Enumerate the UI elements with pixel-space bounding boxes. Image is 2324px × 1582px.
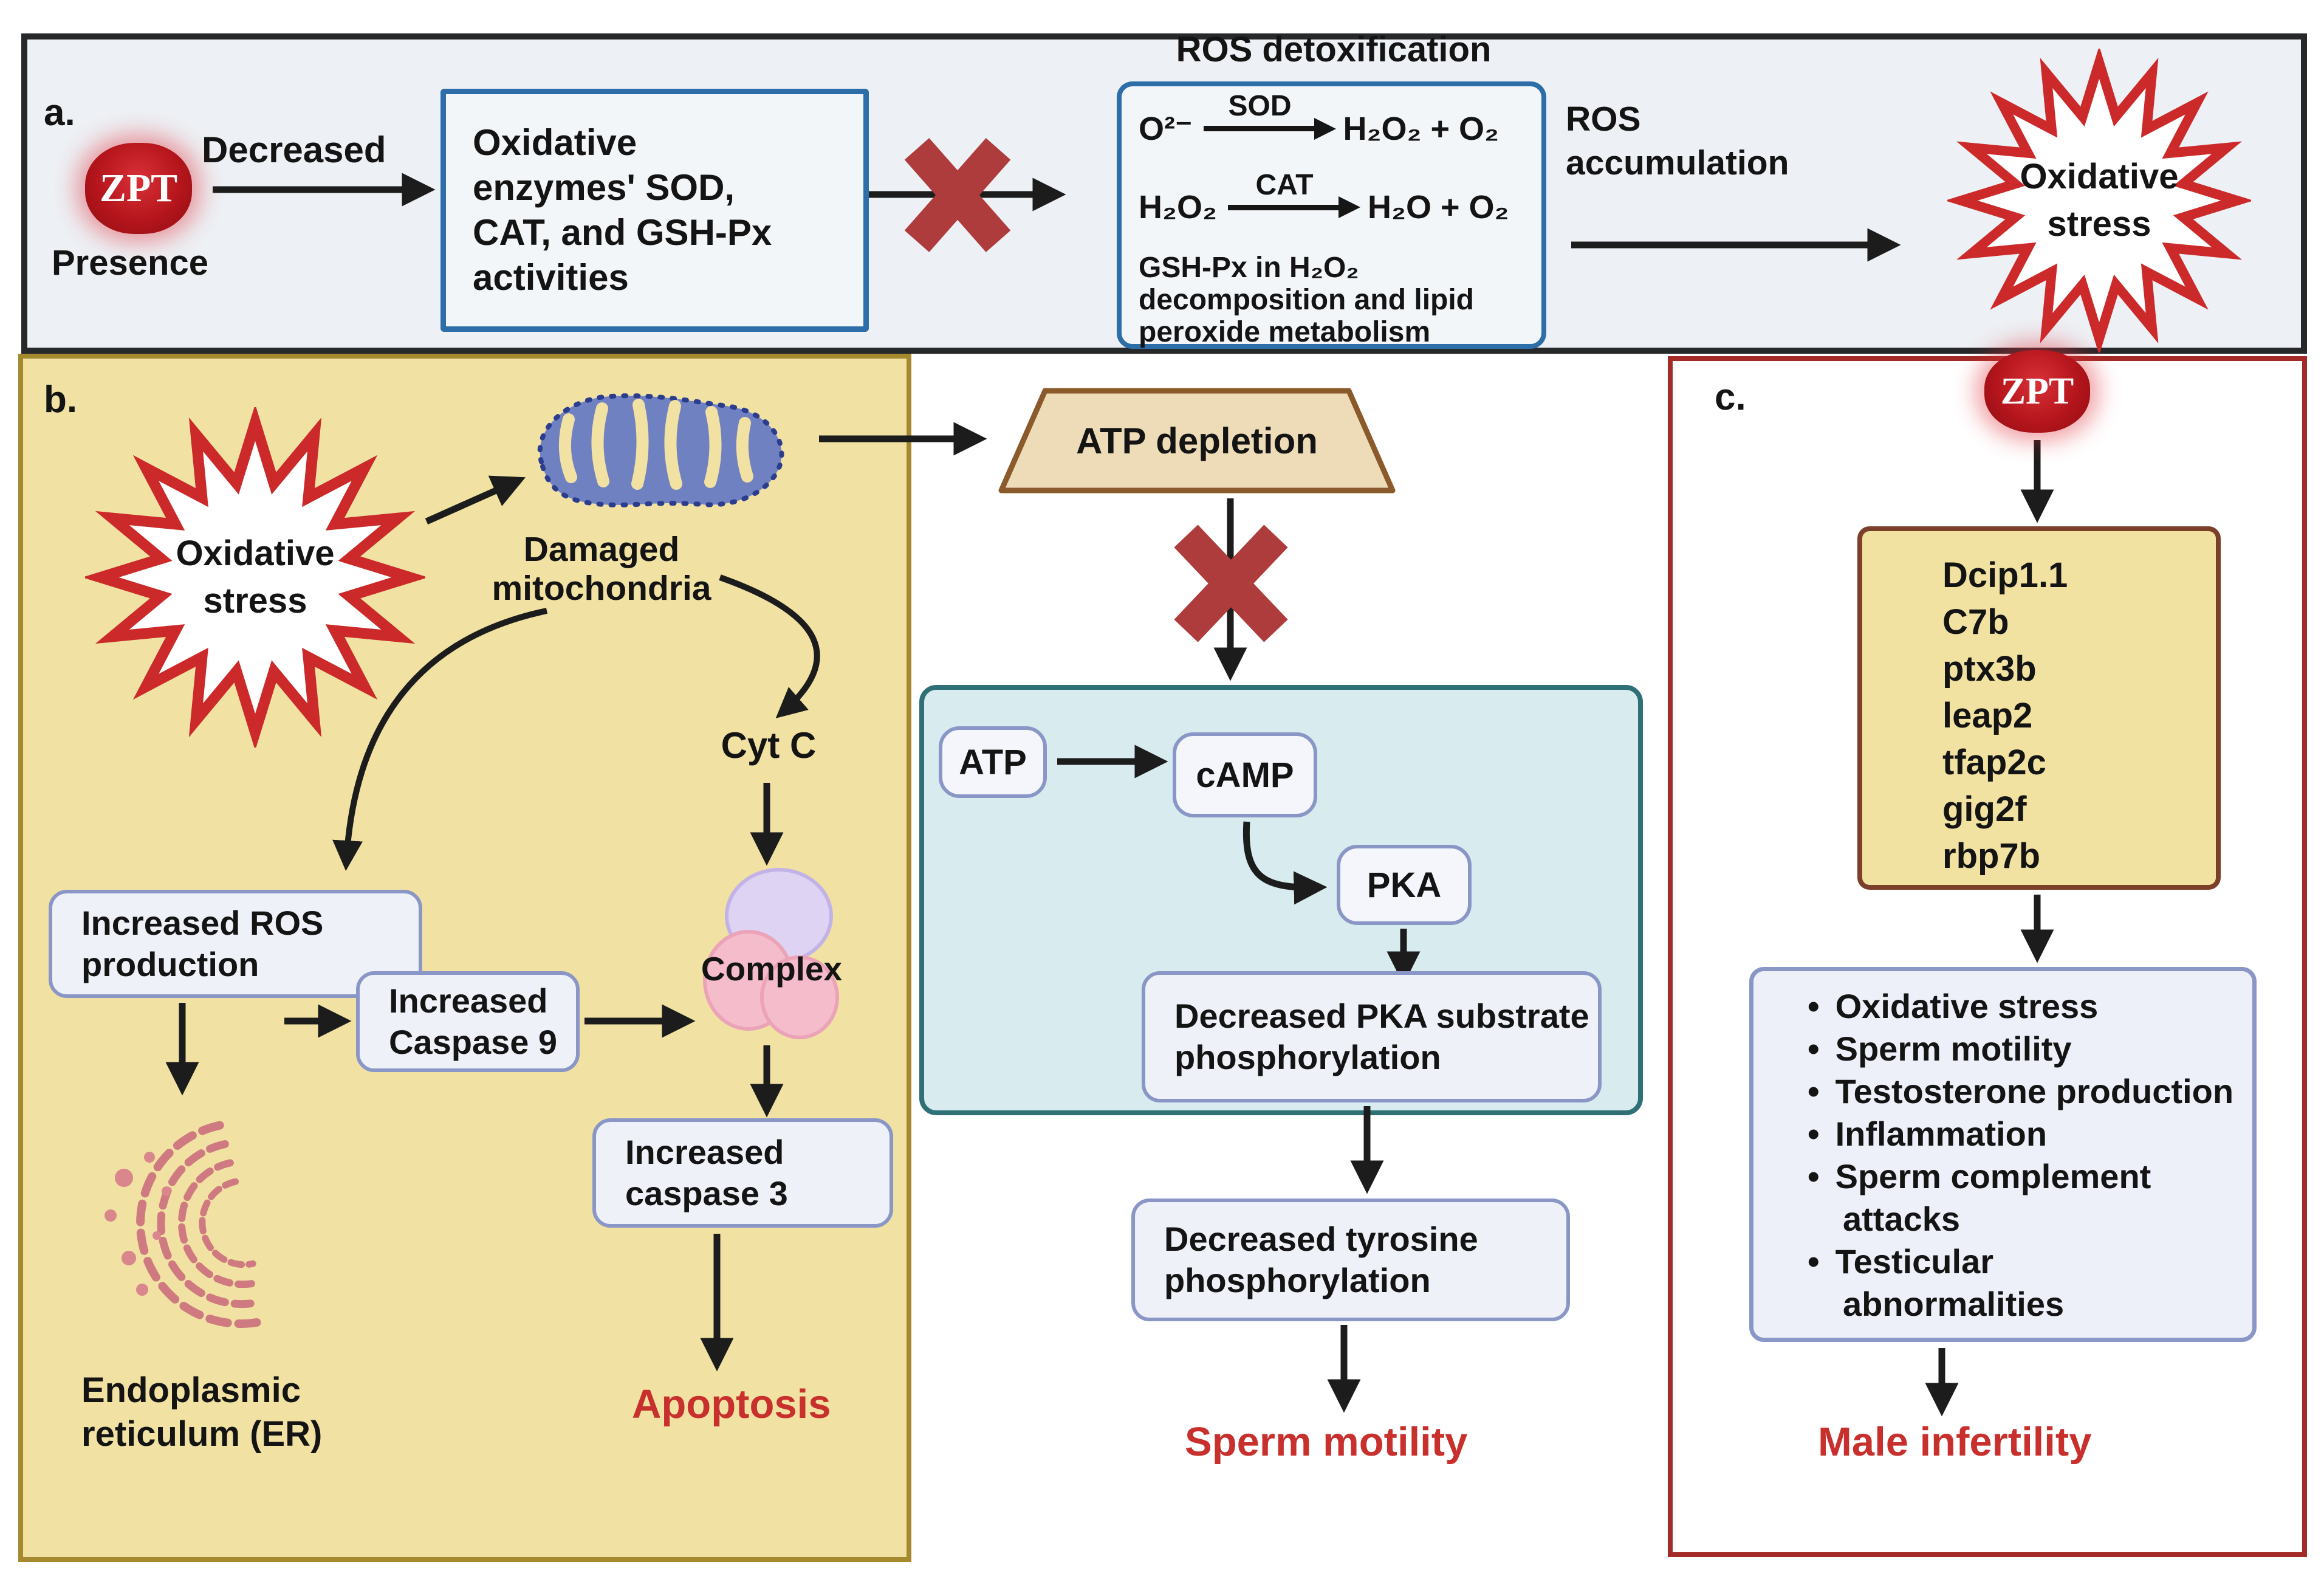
decreased-pka-node: Decreased PKA substrate phosphorylation bbox=[1142, 971, 1602, 1102]
increased-caspase9-text: Increased Caspase 9 bbox=[389, 981, 558, 1061]
zpt-badge-c: ZPT bbox=[1984, 350, 2090, 433]
block-x-marks bbox=[904, 138, 1288, 642]
equation-cat: H₂O₂ CAT H₂O + O₂ bbox=[1139, 169, 1509, 226]
camp-text: cAMP bbox=[1196, 755, 1294, 795]
ros-detox-title: ROS detoxification bbox=[1176, 30, 1492, 69]
eq2-rhs: H₂O + O₂ bbox=[1368, 189, 1509, 225]
equation-sod: O²⁻ SOD H₂O₂ + O₂ bbox=[1139, 90, 1500, 148]
eq2-enzyme: CAT bbox=[1255, 168, 1314, 201]
arrow-stress-to-mitochondria bbox=[425, 475, 526, 525]
starburst-icon bbox=[1947, 49, 2251, 353]
eq1-rhs: H₂O₂ + O₂ bbox=[1343, 110, 1500, 147]
effect-item: Testosterone production bbox=[1808, 1070, 2238, 1113]
cyt-c-label: Cyt C bbox=[721, 725, 817, 766]
oxidative-stress-starburst-a: Oxidative stress bbox=[1947, 49, 2251, 353]
reaction-arrow-sod: SOD bbox=[1203, 90, 1336, 140]
atp-depletion-trapezoid bbox=[998, 388, 1396, 494]
gene-name: Dcip1.1 bbox=[1942, 555, 2068, 595]
decreased-pka-text: Decreased PKA substrate phosphorylation bbox=[1174, 996, 1589, 1076]
er-label: Endoplasmic reticulum (ER) bbox=[81, 1370, 323, 1454]
x-mark-atp-blocked bbox=[1174, 524, 1288, 642]
ros-accumulation-label: ROS accumulation bbox=[1566, 100, 1789, 182]
increased-ros-text: Increased ROS production bbox=[81, 903, 324, 983]
gene-name: tfap2c bbox=[1942, 743, 2046, 782]
decreased-tyrosine-node: Decreased tyrosine phosphorylation bbox=[1131, 1199, 1570, 1321]
panel-b-label: b. bbox=[44, 379, 78, 421]
complex-label: Complex bbox=[701, 950, 843, 988]
effect-item: Oxidative stress bbox=[1808, 985, 2238, 1028]
arrow-damaged-to-cytc bbox=[719, 574, 820, 718]
er-vesicle-dots bbox=[105, 1152, 171, 1296]
mitochondria-icon bbox=[537, 393, 784, 507]
atp-text: ATP bbox=[959, 742, 1027, 782]
oxidative-stress-starburst-b: Oxidative stress bbox=[85, 407, 425, 748]
starburst-icon bbox=[85, 407, 425, 748]
zpt-badge-a: ZPT bbox=[85, 143, 192, 234]
zpt-badge-c-text: ZPT bbox=[2000, 370, 2074, 412]
oxidative-enzymes-box: Oxidative enzymes' SOD, CAT, and GSH-Px … bbox=[440, 89, 869, 332]
pka-text: PKA bbox=[1366, 865, 1442, 905]
presence-label: Presence bbox=[52, 243, 208, 283]
damaged-mitochondria-label: Damaged mitochondria bbox=[492, 530, 711, 608]
pka-pill: PKA bbox=[1337, 845, 1472, 925]
increased-ros-node: Increased ROS production bbox=[49, 890, 422, 998]
ros-detox-box: O²⁻ SOD H₂O₂ + O₂ H₂O₂ CAT H₂O + O₂ GSH-… bbox=[1117, 81, 1546, 349]
gene-name: leap2 bbox=[1942, 696, 2033, 735]
eq1-enzyme: SOD bbox=[1228, 90, 1292, 122]
effect-item: Sperm motility bbox=[1808, 1028, 2238, 1070]
oxidative-stress-text-b: Oxidative stress bbox=[176, 533, 335, 621]
gsh-px-text: GSH-Px in H₂O₂ decomposition and lipid p… bbox=[1139, 252, 1474, 348]
decreased-tyrosine-text: Decreased tyrosine phosphorylation bbox=[1164, 1219, 1478, 1299]
endoplasmic-reticulum-icon bbox=[105, 1121, 266, 1328]
reaction-arrowhead bbox=[1339, 196, 1360, 218]
sperm-motility-label: Sperm motility bbox=[1185, 1419, 1468, 1465]
effects-list: Oxidative stressSperm motilityTestostero… bbox=[1749, 967, 2257, 1326]
panel-c-label: c. bbox=[1715, 376, 1746, 418]
arrow-camp-to-pka bbox=[1243, 821, 1328, 905]
reaction-arrow-cat: CAT bbox=[1228, 169, 1360, 218]
atp-pill: ATP bbox=[939, 726, 1047, 798]
increased-caspase9-node: Increased Caspase 9 bbox=[356, 971, 580, 1072]
eq2-lhs: H₂O₂ bbox=[1139, 189, 1217, 225]
increased-caspase3-node: Increased caspase 3 bbox=[592, 1118, 893, 1228]
reaction-arrowhead bbox=[1314, 117, 1336, 140]
apoptosis-label: Apoptosis bbox=[632, 1381, 831, 1427]
arrow-damaged-to-ros bbox=[332, 608, 548, 871]
oxidative-stress-text-a: Oxidative stress bbox=[2020, 156, 2179, 244]
gene-name: gig2f bbox=[1942, 789, 2027, 829]
atp-depletion-label: ATP depletion bbox=[1076, 420, 1318, 461]
effect-item: Inflammation bbox=[1808, 1113, 2238, 1155]
gene-name: rbp7b bbox=[1942, 836, 2041, 876]
apoptosome-complex-icon bbox=[703, 868, 839, 1039]
zpt-badge-a-text: ZPT bbox=[99, 166, 178, 210]
x-mark-detox-blocked bbox=[904, 138, 1011, 252]
oxidative-enzymes-text: Oxidative enzymes' SOD, CAT, and GSH-Px … bbox=[473, 122, 772, 298]
camp-pill: cAMP bbox=[1173, 732, 1317, 817]
gene-list-box bbox=[1857, 526, 2221, 890]
male-infertility-label: Male infertility bbox=[1818, 1419, 2092, 1465]
effect-item: Sperm complement attacks bbox=[1808, 1155, 2238, 1240]
gene-name: C7b bbox=[1942, 602, 2009, 642]
increased-caspase3-text: Increased caspase 3 bbox=[625, 1132, 788, 1212]
flow-arrows bbox=[165, 173, 2054, 1417]
eq1-lhs: O²⁻ bbox=[1139, 111, 1193, 147]
effect-item: Testicular abnormalities bbox=[1808, 1240, 2238, 1326]
gene-name: ptx3b bbox=[1942, 649, 2037, 689]
panel-a-label: a. bbox=[44, 92, 75, 134]
decreased-label: Decreased bbox=[202, 129, 386, 170]
